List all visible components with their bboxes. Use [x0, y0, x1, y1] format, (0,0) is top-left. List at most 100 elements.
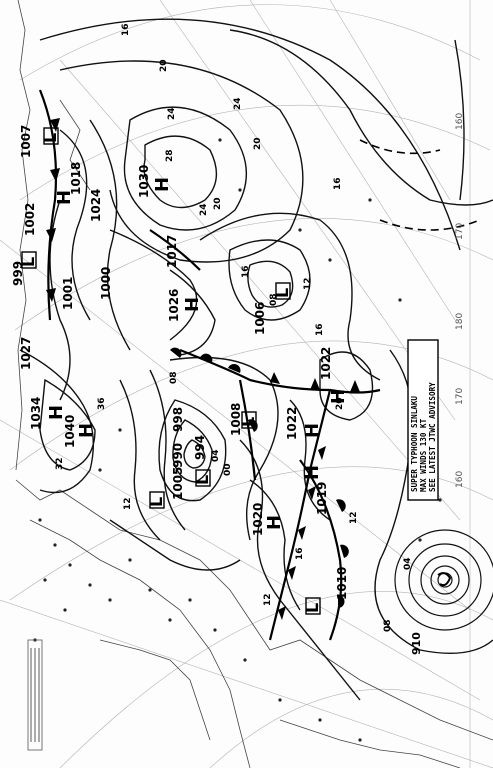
station-dot	[38, 518, 42, 522]
low-center-box	[21, 251, 37, 269]
isobar-value: 08	[169, 371, 179, 384]
latitude-circle	[209, 688, 493, 768]
typhoon-ring	[430, 565, 460, 595]
isobar-value: 00	[223, 463, 233, 476]
station-dot	[298, 228, 302, 232]
coastline-south	[15, 479, 493, 741]
warm-front-semicircle	[336, 499, 346, 512]
isobar	[454, 39, 465, 201]
warm-front-semicircle	[170, 347, 182, 358]
station-dot	[148, 588, 152, 592]
station-dot	[418, 538, 422, 542]
pressure-value: 1010	[335, 567, 349, 600]
chart-legend-block	[27, 639, 43, 751]
cold-front	[38, 89, 58, 321]
isobar-value: 12	[303, 277, 313, 290]
meridian	[159, 0, 456, 421]
isobar-value: 04	[211, 449, 221, 462]
trough-line	[379, 219, 481, 231]
station-dot	[88, 583, 92, 587]
low-pressure-symbol: L	[147, 497, 166, 507]
cold-front-triangle	[278, 606, 286, 620]
latitude-circle	[14, 217, 493, 331]
pressure-value: 1034	[29, 397, 43, 430]
warm-front	[179, 348, 381, 394]
station-dot	[358, 738, 362, 742]
pressure-value: 1022	[319, 347, 333, 380]
isobar-value: 12	[123, 497, 133, 510]
isobar	[183, 439, 206, 469]
typhoon-ring	[408, 543, 482, 617]
advisory-line-3: SEE LATEST JTWC ADVISORY	[428, 382, 437, 492]
isobar	[229, 29, 493, 206]
station-dot	[98, 468, 102, 472]
typhoon-sinlaku: 910 04	[394, 529, 493, 655]
isobar	[169, 356, 279, 541]
pressure-value: 1000	[99, 267, 113, 300]
station-dot	[438, 498, 442, 502]
station-dot	[128, 558, 132, 562]
isobar-value: 20	[335, 397, 345, 410]
pressure-value: 1019	[315, 482, 329, 515]
occluded-front-semicircle	[248, 419, 258, 432]
pressure-value: 1027	[19, 337, 33, 370]
coastline-interior	[29, 519, 251, 768]
cold-front-triangle	[318, 446, 326, 460]
pressure-value: 1001	[61, 277, 75, 310]
isobar	[143, 135, 218, 209]
station-dot	[43, 578, 47, 582]
pressure-value: 1007	[19, 125, 33, 158]
high-pressure-symbol: H	[54, 190, 75, 205]
low-pressure-symbol: L	[41, 133, 60, 143]
station-dot	[168, 618, 172, 622]
station-dot	[213, 628, 217, 632]
cold-front	[268, 389, 332, 641]
isobar	[247, 260, 294, 308]
typhoon-symbol-icon	[437, 572, 452, 587]
warm-front-triangle	[270, 372, 280, 384]
isobar	[39, 18, 461, 251]
pressure-value: 1020	[251, 503, 265, 536]
typhoon-ring	[394, 529, 493, 631]
coastline-west	[15, 0, 31, 471]
advisory-line-1: SUPER TYPHOON SINLAKU	[410, 396, 419, 492]
isobar	[19, 349, 95, 494]
high-pressure-symbol: H	[328, 389, 349, 404]
isobar	[123, 106, 247, 231]
isobar-value: 16	[333, 177, 343, 190]
longitude-labels: 160 170 180 170 160	[455, 113, 465, 488]
cold-front-triangle	[50, 168, 60, 182]
isobar	[239, 439, 361, 701]
isobar-value: 20	[159, 59, 169, 72]
trough-line	[149, 229, 201, 271]
station-dot	[278, 698, 282, 702]
isobar-value: 20	[253, 137, 263, 150]
coastlines	[15, 0, 493, 768]
occluded-front	[238, 379, 257, 481]
pressure-value: 1040	[63, 415, 77, 448]
pressure-value: 1026	[167, 289, 181, 322]
station-dot	[398, 298, 402, 302]
low-pressure-symbol: L	[273, 288, 292, 298]
trough-line	[359, 139, 441, 155]
isobar	[169, 269, 216, 356]
meridian	[249, 0, 456, 321]
cold-front-triangle	[46, 228, 56, 242]
stationary-front	[299, 459, 343, 641]
isobar-value-labels: 16 20 24 28 32 36 12 08 04 00 16 20 24 1…	[55, 23, 393, 632]
pressure-value: 999	[11, 261, 25, 286]
isobar	[109, 229, 198, 341]
cold-front-triangle	[308, 486, 316, 500]
high-pressure-symbol: H	[182, 297, 203, 312]
high-pressure-symbol: H	[46, 405, 67, 420]
meridian	[59, 59, 461, 521]
isobar	[158, 399, 227, 502]
isobar-value: 12	[349, 511, 359, 524]
pressure-value: 1017	[165, 235, 179, 268]
warm-front-semicircle	[338, 595, 345, 608]
isobar	[39, 378, 96, 471]
low-pressure-symbol: L	[193, 475, 212, 485]
warm-front-semicircle	[340, 544, 349, 558]
